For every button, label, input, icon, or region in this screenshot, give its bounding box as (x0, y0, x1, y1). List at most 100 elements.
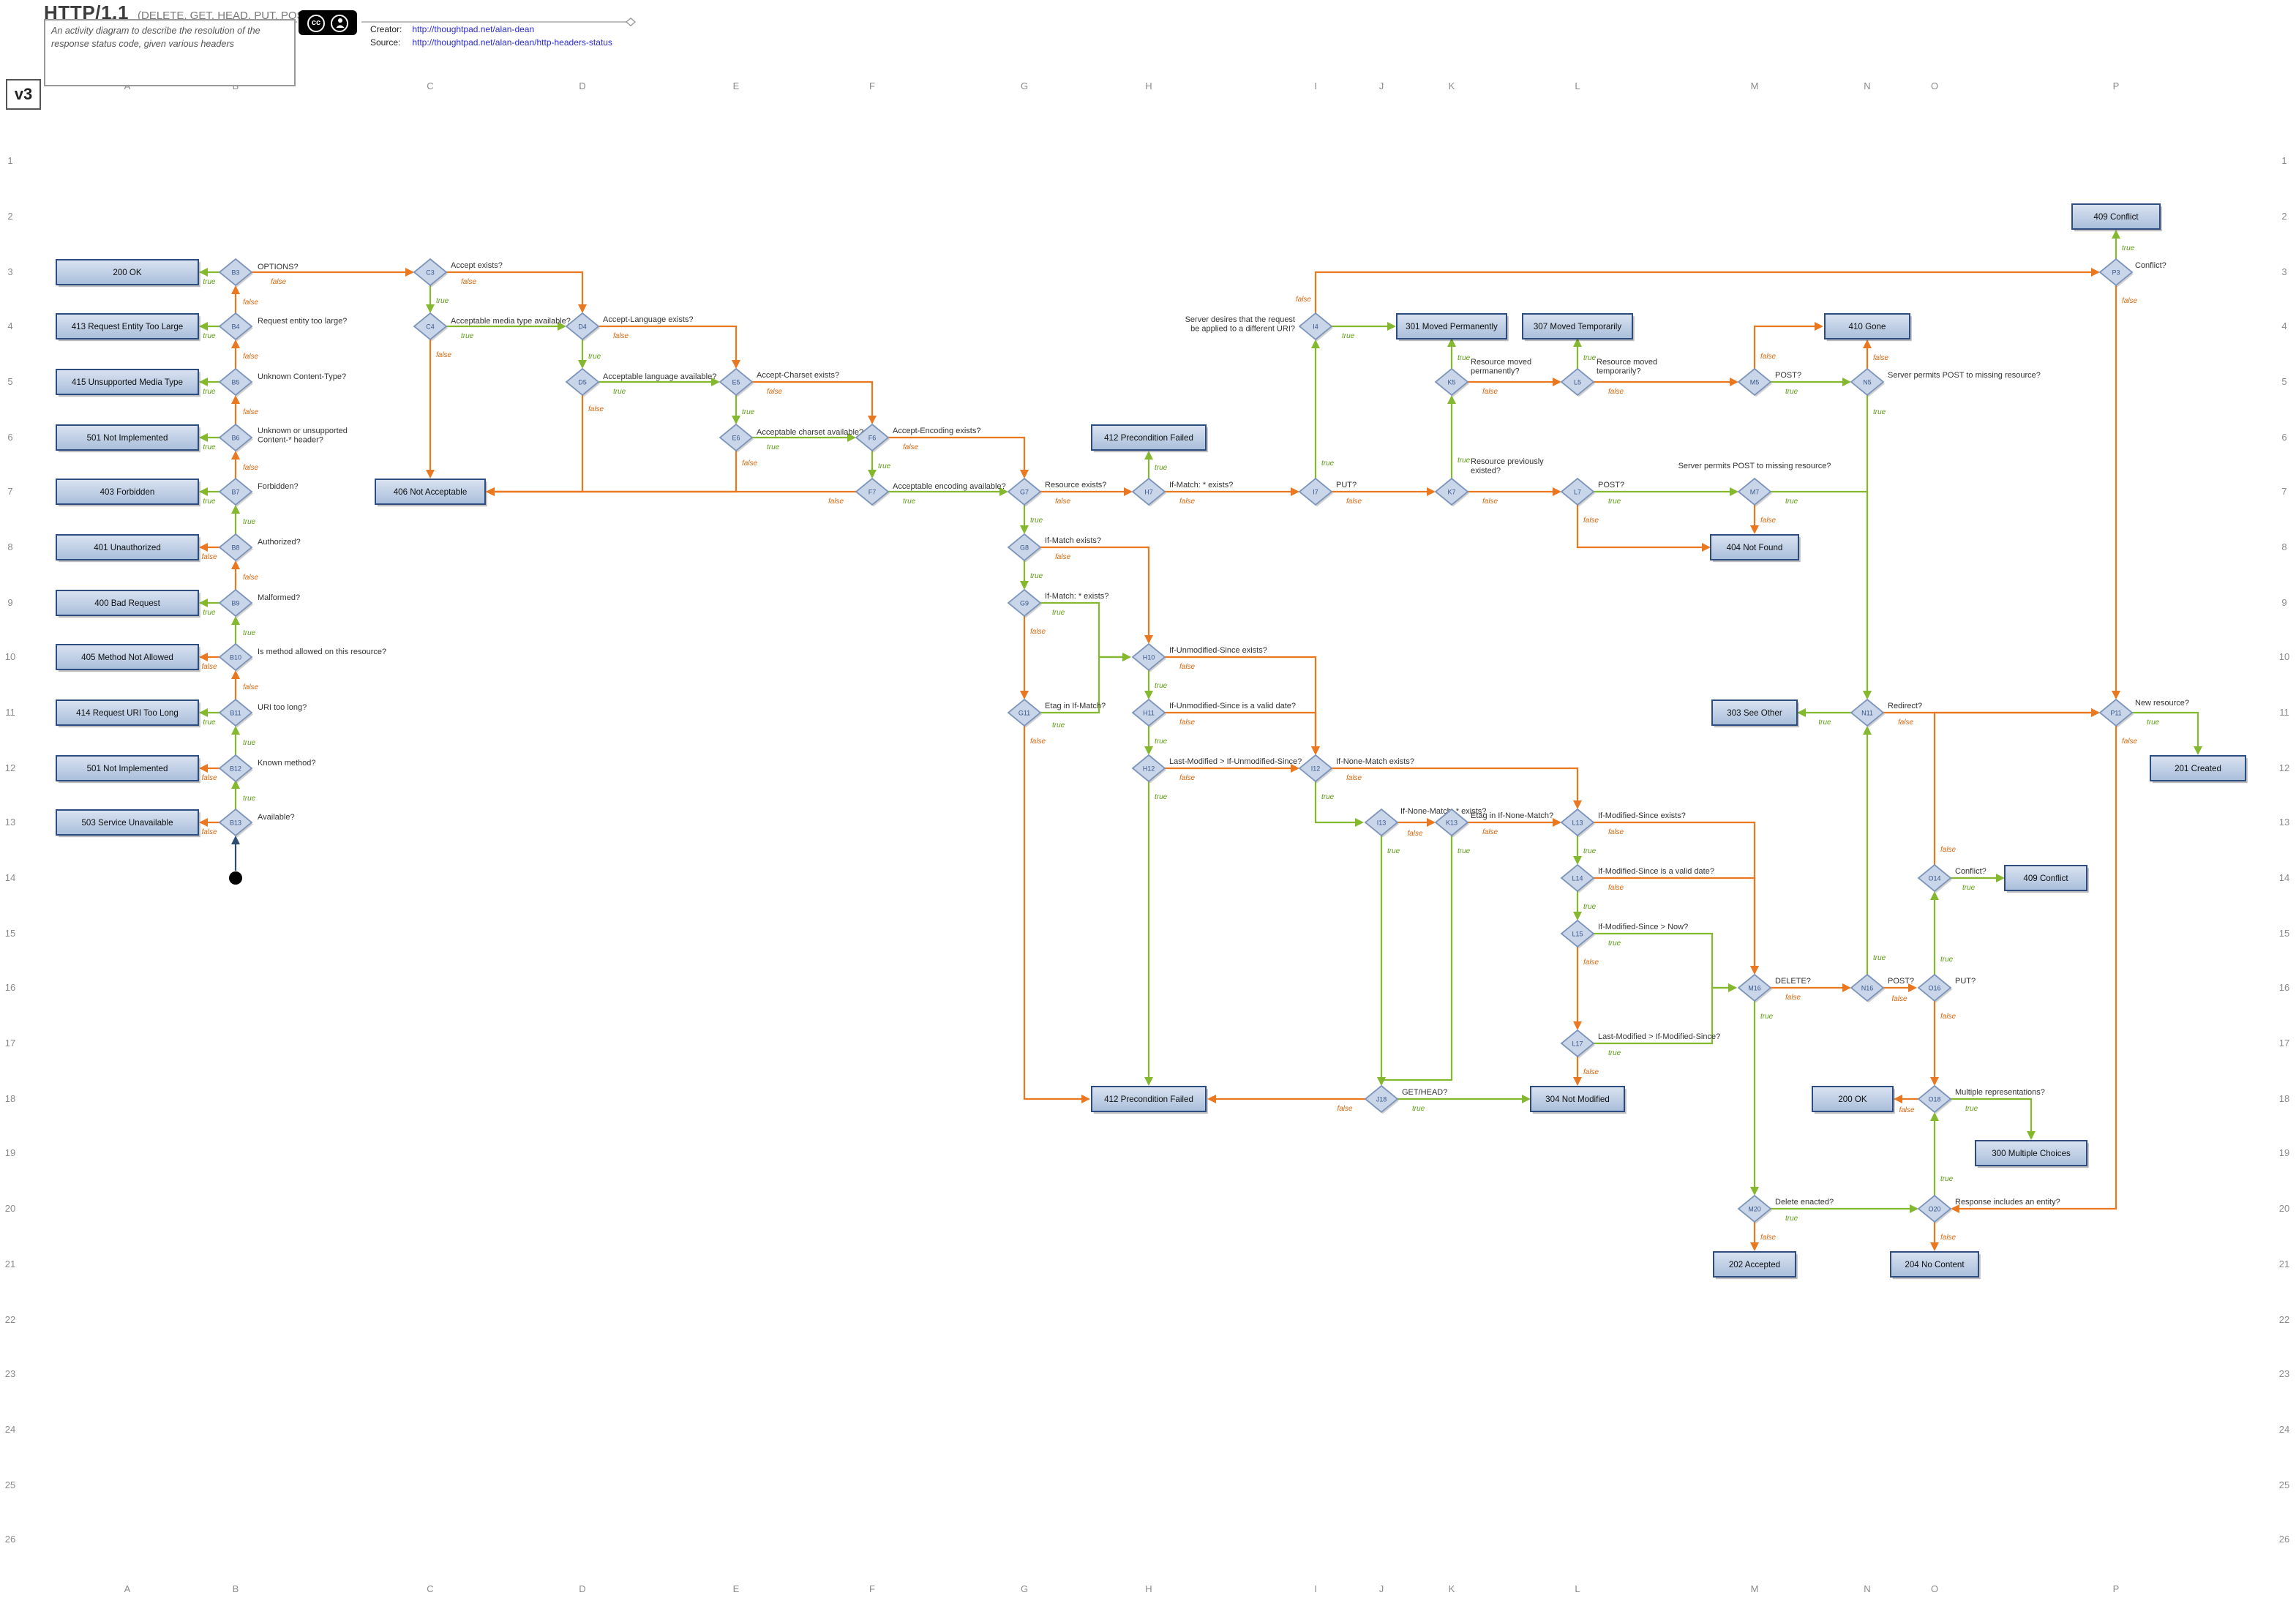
edge-label: false (1760, 1234, 1777, 1242)
edge-label: false (1608, 388, 1624, 396)
status-301-moved-permanently: 301 Moved Permanently (1396, 313, 1509, 342)
edge-label: true (1965, 1105, 1978, 1113)
edge-label: false (1296, 296, 1312, 304)
decision-id: C4 (426, 323, 435, 330)
version-badge: v3 (6, 79, 41, 110)
decision-id: F7 (868, 488, 877, 495)
grid-row-label: 12 (2279, 762, 2289, 773)
status-204-no-content: 204 No Content (1890, 1251, 1981, 1280)
decision-id: I7 (1313, 488, 1318, 495)
status-501-not-implemented: 501 Not Implemented (56, 755, 200, 784)
edge-label: false (1346, 774, 1362, 782)
grid-row-label: 23 (5, 1368, 15, 1379)
status-label: 201 Created (2175, 764, 2221, 773)
edge-label: false (201, 553, 217, 561)
decision-label: Unknown Content-Type? (258, 372, 346, 381)
decision-id: B12 (230, 765, 241, 772)
decision-label: Accept-Charset exists? (757, 371, 839, 380)
grid-row-label: 13 (2279, 817, 2289, 828)
grid-row-label: 1 (7, 155, 12, 166)
decision-label: If-Unmodified-Since is a valid date? (1169, 702, 1296, 710)
edge-label: false (243, 299, 259, 307)
edge-label: true (1342, 332, 1355, 340)
decision-id: B8 (231, 544, 239, 551)
decision-id: F6 (868, 434, 877, 441)
edge-label: false (903, 443, 919, 451)
grid-column-label: K (1449, 80, 1455, 91)
edge-label: true (1608, 1049, 1621, 1057)
grid-row-label: 16 (2279, 982, 2289, 993)
grid-row-label: 2 (2281, 211, 2286, 222)
page-subtitle: (DELETE, GET, HEAD, PUT, POST) (138, 9, 315, 22)
edge-label: false (1940, 1234, 1957, 1242)
grid-row-label: 24 (5, 1424, 15, 1435)
edge-label: true (203, 332, 216, 340)
status-label: 404 Not Found (1727, 543, 1783, 552)
edge-label: true (1457, 457, 1471, 465)
decision-id: O18 (1928, 1095, 1940, 1103)
grid-column-label: E (733, 80, 740, 91)
grid-row-label: 6 (2281, 432, 2286, 443)
edge-label: true (878, 462, 891, 470)
decision-id: M7 (1750, 488, 1760, 495)
decision-id: B10 (230, 653, 241, 661)
edge-label: true (1785, 388, 1798, 396)
grid-row-label: 19 (2279, 1147, 2289, 1158)
edge-label: true (2122, 244, 2135, 252)
edge-label: false (588, 405, 604, 413)
creative-commons-badge[interactable]: cc (299, 10, 357, 35)
grid-column-label: I (1314, 1583, 1317, 1594)
decision-label: POST? (1888, 977, 1914, 986)
edge-false (1576, 505, 1711, 552)
edge-label: true (588, 353, 601, 361)
edge-label: true (243, 739, 256, 747)
edge-label: true (1030, 572, 1043, 580)
edge-label: false (1608, 884, 1624, 892)
decision-label: If-Modified-Since exists? (1598, 811, 1686, 820)
source-link[interactable]: http://thoughtpad.net/alan-dean/http-hea… (412, 40, 612, 49)
grid-row-label: 11 (2279, 707, 2289, 718)
edge-label: true (1321, 459, 1335, 468)
status-label: 405 Method Not Allowed (81, 653, 173, 662)
grid-column-label: J (1379, 80, 1384, 91)
decision-id: H12 (1143, 765, 1155, 772)
decision-id: D4 (578, 323, 587, 330)
edge-false (1165, 711, 1320, 755)
edge-label: false (243, 353, 259, 361)
edge-label: true (1052, 721, 1065, 729)
decision-label: If-None-Match exists? (1336, 757, 1414, 766)
decision-id: B7 (231, 488, 239, 495)
grid-column-label: M (1751, 1583, 1759, 1594)
grid-row-label: 8 (2281, 541, 2286, 552)
start-node (229, 871, 242, 885)
decision-label: GET/HEAD? (1402, 1088, 1447, 1097)
grid-row-label: 22 (2279, 1314, 2289, 1325)
edge-label: true (903, 498, 916, 506)
grid-row-label: 4 (2281, 320, 2286, 331)
edge-label: false (201, 828, 217, 836)
decision-id: L15 (1572, 930, 1583, 937)
grid-row-label: 13 (5, 817, 15, 828)
edge-true (1951, 1098, 2036, 1140)
grid-row-label: 3 (7, 266, 12, 277)
grid-row-label: 15 (2279, 928, 2289, 939)
decision-label: Conflict? (1955, 867, 1987, 876)
status-label: 303 See Other (1727, 708, 1782, 718)
edge-label: false (1608, 828, 1624, 836)
edge-label: false (1179, 498, 1196, 506)
status-label: 501 Not Implemented (87, 433, 168, 443)
decision-id: G9 (1020, 599, 1029, 607)
creator-link[interactable]: http://thoughtpad.net/alan-dean (412, 26, 535, 35)
grid-column-label: N (1864, 80, 1870, 91)
edge-label: false (1179, 774, 1196, 782)
edge-false (888, 436, 1029, 479)
edge-label: false (201, 774, 217, 782)
